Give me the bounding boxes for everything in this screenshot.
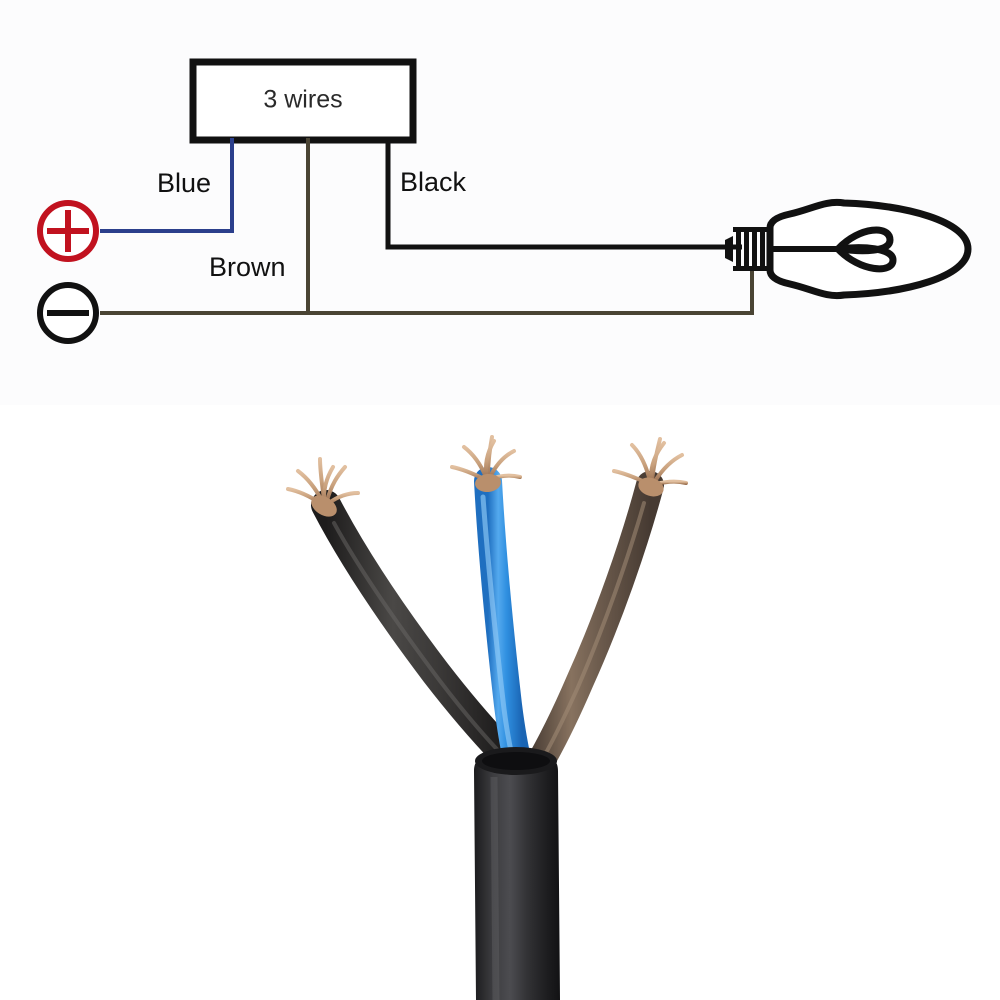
cable-outer-sheath — [474, 747, 560, 1000]
brown-conductor — [520, 437, 688, 787]
lamp-base-ring-3 — [752, 229, 757, 269]
blue-conductor-copper-core — [475, 473, 501, 493]
cable-photo-illustration — [286, 435, 688, 1000]
brown-conductor-highlight — [532, 501, 646, 775]
black-conductor-copper-core — [311, 495, 337, 517]
component-box-outline — [189, 58, 417, 144]
lamp-base-top-bar — [733, 227, 768, 232]
lamp-symbol — [725, 198, 972, 300]
cable-sheath-highlight — [490, 776, 500, 1000]
negative-return-path — [100, 268, 754, 315]
label-black: Black — [400, 167, 467, 197]
lamp-base-tip — [725, 236, 733, 262]
black-wire-path — [385, 138, 742, 250]
negative-terminal — [37, 282, 99, 344]
schematic-drawing: 3 wires — [37, 58, 972, 344]
cable-photo-panel — [0, 405, 1000, 1000]
brown-conductor-copper-core — [638, 477, 664, 497]
lamp-base-bottom-bar — [733, 266, 768, 271]
blue-conductor-strands — [450, 435, 522, 481]
component-box-label: 3 wires — [263, 86, 342, 114]
brown-conductor-body — [520, 471, 664, 787]
cable-sheath-body — [474, 750, 560, 1000]
label-brown: Brown — [209, 252, 286, 282]
positive-terminal — [37, 200, 99, 262]
lamp-base-ring-2 — [744, 229, 749, 269]
lamp-base-ring-1 — [736, 229, 741, 269]
lamp-base-ring-4 — [760, 229, 765, 269]
lamp-filament-icon — [770, 226, 897, 273]
lamp-screw-base-icon — [725, 227, 768, 271]
wiring-schematic-panel: 3 wires — [0, 0, 1000, 405]
black-conductor-highlight — [332, 521, 516, 769]
black-conductor — [286, 457, 531, 780]
blue-wire-path — [100, 138, 234, 233]
cable-sheath-opening — [482, 752, 550, 770]
label-blue: Blue — [157, 168, 211, 198]
component-box: 3 wires — [189, 58, 417, 144]
brown-conductor-strands — [612, 437, 688, 486]
